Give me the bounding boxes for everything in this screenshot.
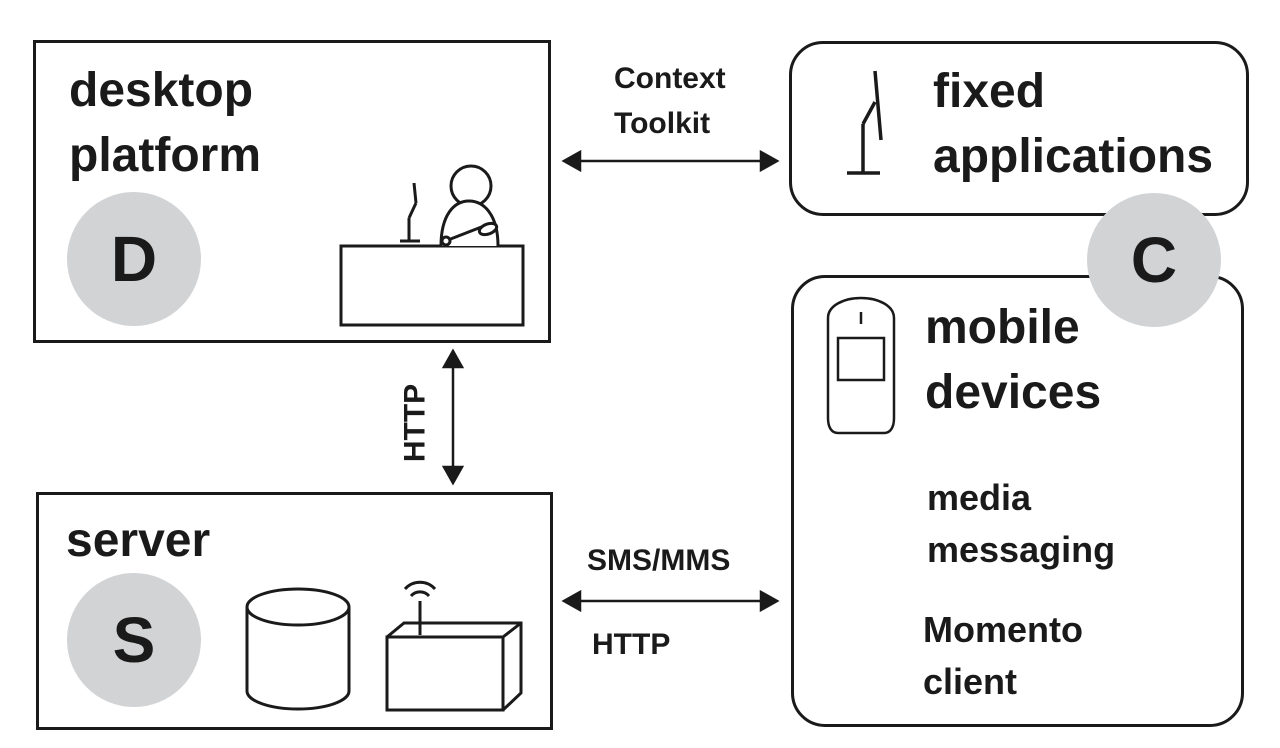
- context-toolkit-arrow: [561, 149, 780, 173]
- server-box: server S: [36, 492, 553, 730]
- http-vertical-label: HTTP: [398, 383, 432, 463]
- mobile-devices-title: mobile devices: [925, 296, 1101, 426]
- media-messaging-label: media messaging: [927, 477, 1116, 571]
- server-hardware-icons: [245, 580, 523, 712]
- desktop-badge: D: [67, 192, 201, 326]
- desktop-title-line1: desktop: [69, 64, 254, 117]
- fixed-title-line2: applications: [933, 129, 1214, 183]
- mobile-title-line2: devices: [925, 365, 1102, 419]
- context-toolkit-label: Context Toolkit: [614, 62, 726, 140]
- fixed-applications-title: fixed applications: [933, 60, 1213, 190]
- momento-client-label: Momento client: [923, 609, 1083, 703]
- fixed-title-line1: fixed: [933, 65, 1046, 118]
- wireless-device-icon: [385, 580, 523, 712]
- server-title: server: [66, 514, 211, 567]
- monitor-icon: [847, 70, 883, 175]
- desktop-title-line2: platform: [69, 128, 261, 182]
- database-icon: [245, 587, 351, 711]
- http-vertical-arrow: [441, 348, 465, 486]
- clients-badge: C: [1087, 193, 1221, 327]
- mobile-title-line1: mobile: [925, 301, 1080, 354]
- server-badge: S: [67, 573, 201, 707]
- http-bottom-label: HTTP: [592, 628, 671, 661]
- mobile-devices-box: mobile devices media messaging Momento c…: [791, 275, 1244, 727]
- sms-http-arrow: [561, 589, 780, 613]
- desktop-platform-box: desktop platform D: [33, 40, 551, 343]
- desktop-platform-title: desktop platform: [69, 59, 261, 189]
- person-at-desk-icon: [339, 164, 525, 327]
- fixed-applications-box: fixed applications: [789, 41, 1249, 216]
- mobile-phone-icon: [826, 296, 896, 435]
- sms-mms-label: SMS/MMS: [587, 544, 731, 577]
